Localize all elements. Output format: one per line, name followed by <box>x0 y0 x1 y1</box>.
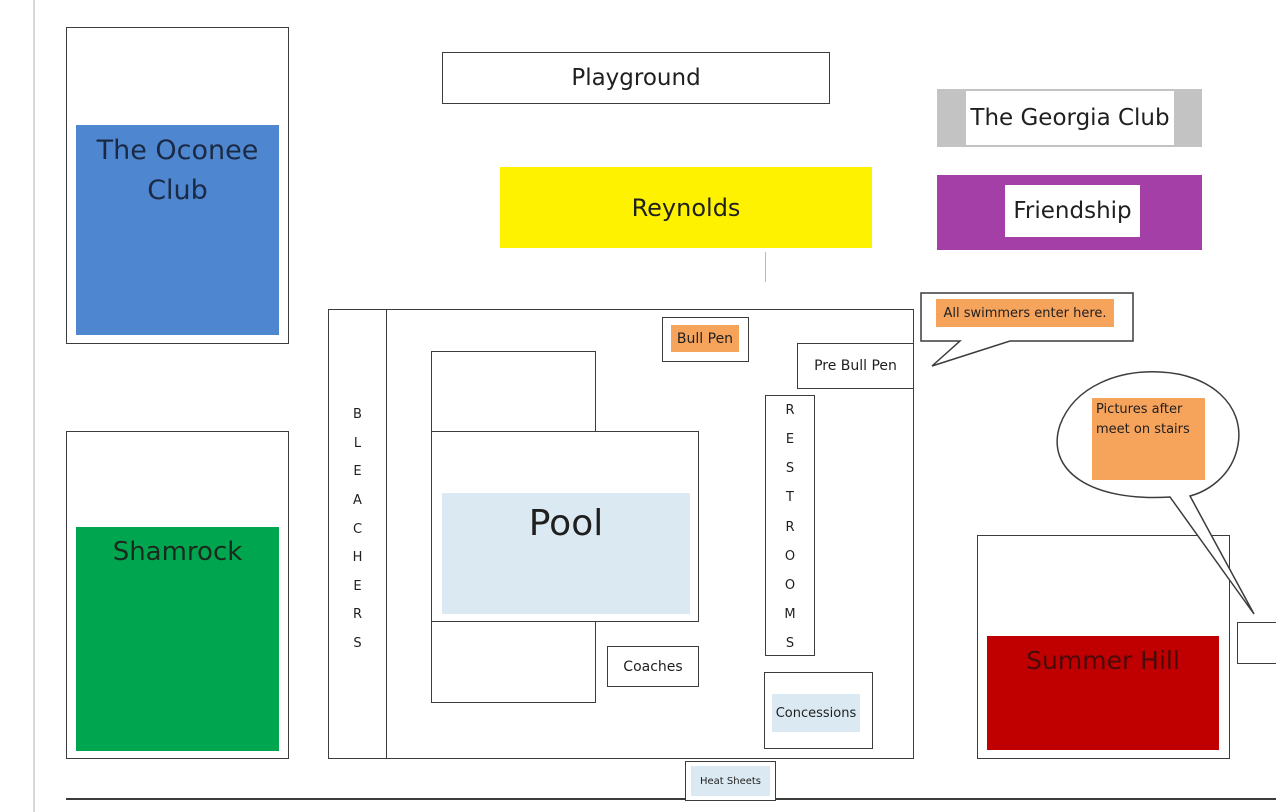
bleachers-letter: H <box>352 550 363 566</box>
pool-lower-box <box>431 612 596 703</box>
restrooms-letter: S <box>785 461 795 477</box>
coaches-label: Coaches <box>623 658 683 675</box>
shamrock-block: Shamrock <box>76 527 279 751</box>
concessions-label-bg: Concessions <box>772 694 860 732</box>
playground-label: Playground <box>571 65 701 91</box>
friendship-inner: Friendship <box>1005 185 1140 237</box>
bleachers-letter: A <box>353 492 362 508</box>
pre-bull-pen: Pre Bull Pen <box>797 343 914 389</box>
restrooms-letter: R <box>785 403 795 418</box>
oconee-club-block: The Oconee Club <box>76 125 279 335</box>
summer-hill-block: Summer Hill <box>987 636 1219 750</box>
bleachers-letter: B <box>353 407 362 422</box>
coaches: Coaches <box>607 646 699 687</box>
oconee-club-label-line2: Club <box>147 175 208 206</box>
restrooms-letter: O <box>784 577 796 593</box>
pictures-callout-label: Pictures after meet on stairs <box>1096 402 1190 437</box>
georgia-club-inner: The Georgia Club <box>966 91 1174 145</box>
pool-label: Pool <box>528 503 604 544</box>
restrooms-column <box>765 395 815 656</box>
pool-upper-box <box>431 351 596 441</box>
bleachers-letter: E <box>353 578 362 594</box>
restrooms-letter: S <box>785 636 795 651</box>
stairs-box <box>1237 622 1276 664</box>
bleachers-letter: C <box>352 521 363 537</box>
concessions-label: Concessions <box>775 705 857 721</box>
restrooms-letter: T <box>786 490 794 506</box>
pictures-callout-label-bg: Pictures after meet on stairs <box>1092 398 1205 480</box>
playground: Playground <box>442 52 830 104</box>
heat-sheets-label-bg: Heat Sheets <box>691 766 770 796</box>
restrooms-letter: O <box>784 548 796 564</box>
page-left-border <box>33 0 35 812</box>
shamrock-label: Shamrock <box>112 537 243 567</box>
heat-sheets-label: Heat Sheets <box>699 775 762 787</box>
oconee-club-label-line1: The Oconee <box>96 135 259 166</box>
friendship-label: Friendship <box>1013 198 1132 224</box>
pre-bull-pen-label: Pre Bull Pen <box>814 358 897 374</box>
restrooms-letter: R <box>785 519 795 535</box>
summer-hill-label: Summer Hill <box>1026 646 1180 675</box>
bleachers-letter: E <box>353 464 362 480</box>
bleachers-letter: R <box>352 607 363 623</box>
reynolds-block: Reynolds <box>500 167 872 248</box>
road-line <box>66 798 1276 800</box>
bull-pen-label-bg: Bull Pen <box>671 325 739 352</box>
reynolds-label: Reynolds <box>631 193 741 222</box>
bleachers-letter: S <box>353 636 362 651</box>
enter-callout-label: All swimmers enter here. <box>943 305 1107 321</box>
georgia-club-label: The Georgia Club <box>970 105 1170 131</box>
bleachers-letter: L <box>353 435 362 451</box>
restrooms-letter: E <box>785 432 795 448</box>
bull-pen-label: Bull Pen <box>676 330 734 347</box>
bleachers-column <box>328 309 387 759</box>
reynolds-connector <box>765 252 766 282</box>
pool-water: Pool <box>442 493 690 614</box>
enter-callout-label-bg: All swimmers enter here. <box>936 299 1114 327</box>
restrooms-letter: M <box>784 606 796 622</box>
